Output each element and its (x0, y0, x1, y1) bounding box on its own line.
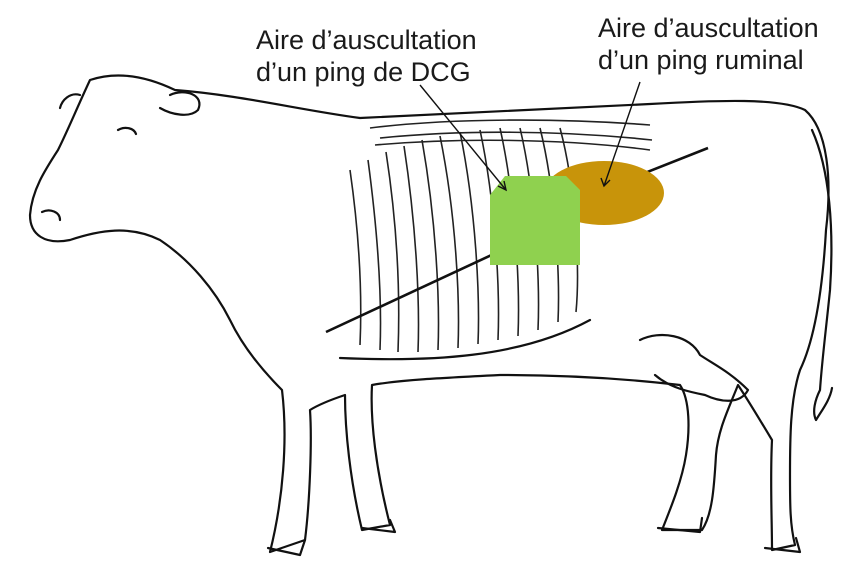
cow-hoof-front-left (266, 538, 307, 557)
cow-tail (810, 128, 834, 422)
label-ruminal-line2: d’un ping ruminal (598, 45, 804, 75)
arrow-ruminal-head (600, 177, 611, 188)
cow-muzzle (40, 209, 62, 222)
cow-horn (58, 93, 82, 110)
label-dcg-area: Aire d’auscultation d’un ping de DCG (256, 24, 477, 88)
cow-hoof-hind-left (656, 516, 704, 534)
ribcage (349, 119, 653, 353)
cow-hoof-front-right (360, 518, 397, 534)
label-ruminal-area: Aire d’auscultation d’un ping ruminal (598, 12, 819, 76)
auscultation-line-dcg (325, 250, 499, 334)
label-ruminal-line1: Aire d’auscultation (598, 13, 819, 43)
arrow-dcg-head (497, 180, 508, 192)
cow-eye (116, 126, 138, 136)
dcg-area (490, 176, 580, 265)
label-dcg-line2: d’un ping de DCG (256, 57, 471, 87)
cow-ear (158, 91, 201, 116)
label-dcg-line1: Aire d’auscultation (256, 25, 477, 55)
cow-hoof-hind-right (763, 536, 802, 554)
cow-body-outline (28, 74, 830, 554)
arrow-dcg (419, 84, 507, 191)
cow-udder (638, 333, 750, 402)
arrow-ruminal (603, 81, 641, 187)
cow-belly-line (338, 318, 592, 361)
